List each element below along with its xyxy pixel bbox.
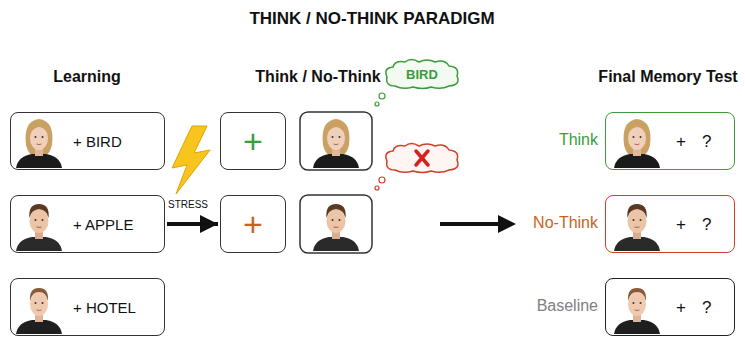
node-content: +? [606,113,734,169]
face-photo [16,204,62,251]
cue-box: + [220,112,286,170]
thought-bubble: BIRD [383,58,461,90]
face-photo [614,204,660,251]
node-content: + [221,113,285,169]
face-photo [313,204,359,251]
face-photo [614,288,660,334]
figure-title: THINK / NO-THINK PARADIGM [249,9,494,29]
test-box: +? [605,112,735,170]
node-text: + [243,124,263,158]
node-content: + BIRD [11,113,164,169]
node-text: ? [702,133,711,150]
thought-dot [375,102,379,106]
condition-label: No-Think [533,214,598,232]
node-text: ? [702,216,711,233]
column-heading: Final Memory Test [598,68,737,86]
node-text: + HOTEL [73,300,136,315]
node-content: + HOTEL [11,279,164,335]
node-text: + [676,299,686,316]
column-heading: Learning [53,68,121,86]
face-photo [614,119,660,168]
node-text: + [676,133,686,150]
flow-arrow [167,222,218,226]
study-pair-box: + BIRD [10,112,165,170]
condition-label: Think [559,131,598,149]
node-text: BIRD [406,68,438,81]
study-pair-box: + APPLE [10,195,165,253]
thought-dot [379,177,385,183]
node-content: +? [606,196,734,252]
node-text: ? [702,299,711,316]
cue-box: + [220,195,286,253]
study-pair-box: + HOTEL [10,278,165,336]
test-box: +? [605,278,735,336]
face-photo [313,119,359,168]
stress-bolt [172,126,210,194]
arrow-head [498,215,516,233]
flow-arrow [440,222,500,226]
thought-dot [375,186,379,190]
condition-label: Baseline [537,297,598,315]
node-content: BIRD [383,58,461,90]
face-photo [16,288,62,334]
node-content: +? [606,279,734,335]
node-text: + [243,207,263,241]
node-text: + APPLE [73,217,133,232]
node-text: + BIRD [73,134,122,149]
thought-dot [379,93,385,99]
stress-label: STRESS [168,199,208,210]
column-heading: Think / No-Think [255,68,380,86]
node-text: + [676,216,686,233]
face-box [300,195,372,253]
test-box: +? [605,195,735,253]
node-content: + APPLE [11,196,164,252]
face-box [300,112,372,170]
suppress-bubble [386,144,458,173]
node-content: + [221,196,285,252]
face-photo [16,119,62,168]
